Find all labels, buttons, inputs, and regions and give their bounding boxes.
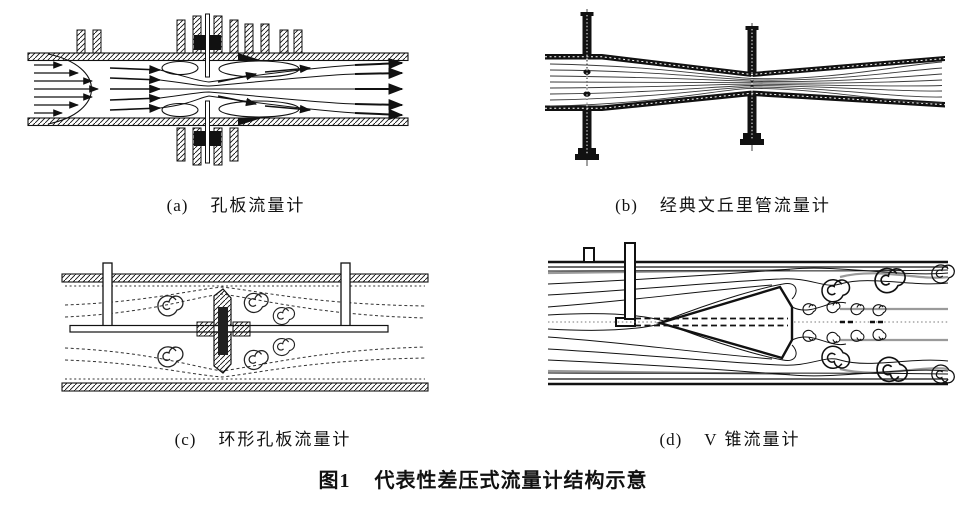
orifice-plate-flowmeter-diagram [27, 13, 409, 166]
figure-caption-text: 代表性差压式流量计结构示意 [374, 470, 648, 492]
panel-d-title: V 锥流量计 [704, 430, 801, 449]
panel-c-title: 环形孔板流量计 [218, 430, 352, 449]
panel-d [540, 237, 955, 397]
panel-c-caption: (c) 环形孔板流量计 [113, 425, 413, 450]
panel-c-tag: (c) [174, 430, 197, 449]
figure-number: 图1 [318, 470, 351, 492]
panel-d-caption: (d) V 锥流量计 [580, 425, 880, 450]
panel-c [55, 260, 435, 405]
panel-b-title: 经典文丘里管流量计 [659, 196, 831, 215]
panel-a-title: 孔板流量计 [210, 196, 306, 215]
panel-a [10, 8, 430, 178]
panel-a-caption: (a) 孔板流量计 [86, 191, 386, 216]
figure-caption: 图1 代表性差压式流量计结构示意 [283, 464, 683, 493]
panel-a-tag: (a) [166, 196, 189, 215]
panel-b-caption: (b) 经典文丘里管流量计 [573, 191, 873, 216]
panel-b-tag: (b) [615, 196, 638, 215]
panel-b [540, 8, 960, 178]
annular-orifice-flowmeter-diagram [61, 262, 429, 392]
venturi-tube-flowmeter-diagram [545, 9, 946, 166]
v-cone-flowmeter-diagram [547, 242, 955, 386]
panel-d-tag: (d) [659, 430, 683, 449]
